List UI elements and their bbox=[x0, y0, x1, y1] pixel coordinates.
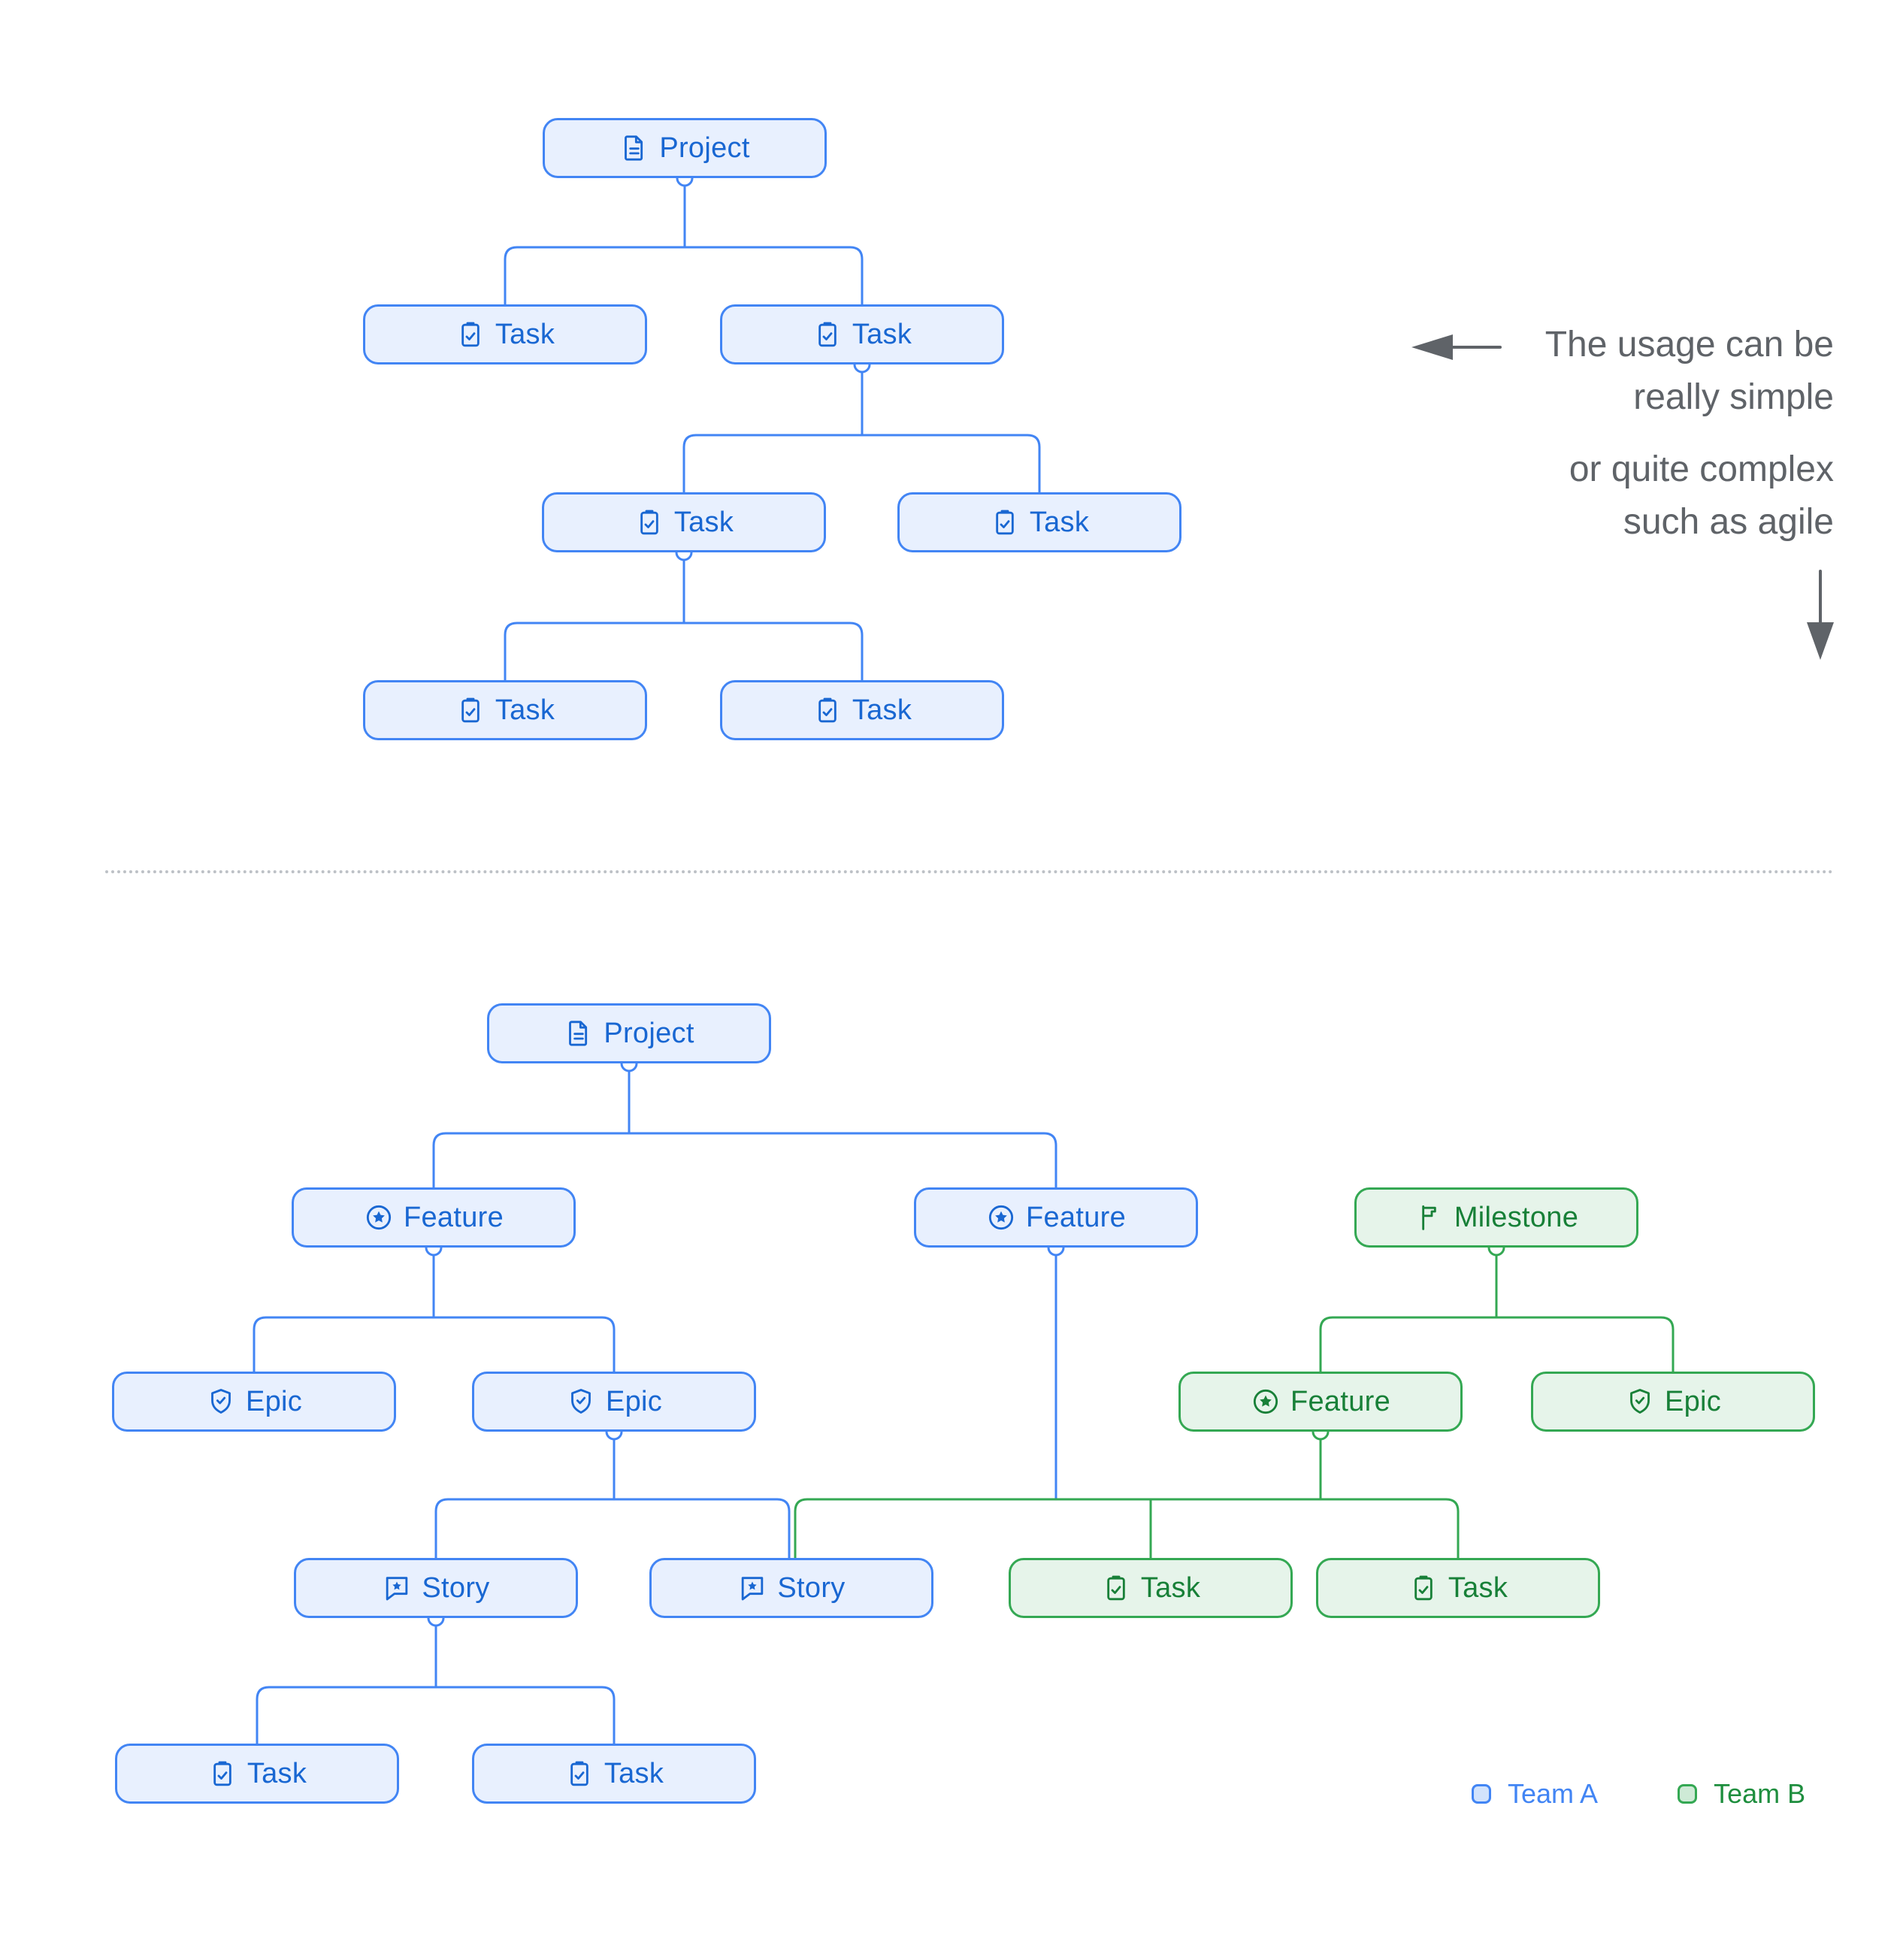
node-feature: Feature bbox=[292, 1187, 576, 1248]
node-label: Feature bbox=[403, 1201, 504, 1233]
left-arrow-icon bbox=[1411, 334, 1502, 360]
node-story: Story bbox=[649, 1558, 933, 1618]
legend-team-b: Team B bbox=[1678, 1778, 1805, 1810]
node-label: Task bbox=[1448, 1571, 1508, 1604]
team-legend: Team A Team B bbox=[1472, 1778, 1805, 1810]
node-label: Task bbox=[852, 318, 912, 350]
task-icon bbox=[812, 319, 843, 349]
section-divider bbox=[105, 870, 1834, 873]
node-task: Task bbox=[363, 680, 647, 740]
epic-shield-icon bbox=[1625, 1387, 1655, 1417]
legend-label: Team A bbox=[1508, 1778, 1599, 1809]
node-task: Task bbox=[720, 680, 1004, 740]
task-icon bbox=[990, 507, 1020, 537]
node-story: Story bbox=[294, 1558, 578, 1618]
down-arrow-icon bbox=[1807, 570, 1834, 660]
epic-shield-icon bbox=[206, 1387, 236, 1417]
task-icon bbox=[455, 695, 486, 725]
node-label: Project bbox=[659, 132, 750, 164]
epic-shield-icon bbox=[566, 1387, 596, 1417]
node-project: Project bbox=[487, 1003, 771, 1063]
task-icon bbox=[1408, 1573, 1439, 1603]
feature-icon bbox=[364, 1202, 394, 1233]
team-a-swatch-icon bbox=[1472, 1784, 1491, 1804]
annotation-line: really simple bbox=[1633, 377, 1834, 417]
legend-label: Team B bbox=[1714, 1778, 1806, 1809]
story-bubble-icon bbox=[382, 1573, 412, 1603]
node-label: Epic bbox=[1664, 1385, 1722, 1417]
node-label: Task bbox=[495, 694, 555, 726]
team-a-connectors bbox=[253, 178, 1057, 1744]
task-icon bbox=[1101, 1573, 1131, 1603]
node-task: Task bbox=[472, 1744, 756, 1804]
node-label: Milestone bbox=[1454, 1201, 1579, 1233]
node-task: Task bbox=[363, 304, 647, 364]
node-label: Task bbox=[495, 318, 555, 350]
document-icon bbox=[564, 1018, 594, 1048]
node-epic: Epic bbox=[472, 1372, 756, 1432]
node-label: Feature bbox=[1290, 1385, 1391, 1417]
annotation-line: or quite complex bbox=[1569, 449, 1834, 489]
annotation-simple: The usage can be really simple bbox=[1545, 319, 1834, 424]
node-project: Project bbox=[543, 118, 827, 178]
node-feature: Feature bbox=[914, 1187, 1198, 1248]
node-task: Task bbox=[115, 1744, 399, 1804]
feature-icon bbox=[986, 1202, 1016, 1233]
document-icon bbox=[619, 133, 649, 163]
feature-icon bbox=[1251, 1387, 1281, 1417]
node-label: Story bbox=[422, 1571, 490, 1604]
node-task: Task bbox=[1009, 1558, 1293, 1618]
node-task: Task bbox=[542, 492, 826, 552]
node-epic: Epic bbox=[112, 1372, 396, 1432]
task-icon bbox=[564, 1759, 594, 1789]
node-label: Task bbox=[1029, 506, 1090, 538]
node-label: Task bbox=[1140, 1571, 1201, 1604]
node-label: Story bbox=[777, 1571, 846, 1604]
node-label: Task bbox=[247, 1757, 307, 1789]
legend-team-a: Team A bbox=[1472, 1778, 1598, 1810]
node-epic: Epic bbox=[1531, 1372, 1815, 1432]
task-icon bbox=[634, 507, 664, 537]
annotation-complex: or quite complex such as agile bbox=[1545, 443, 1834, 549]
node-task: Task bbox=[720, 304, 1004, 364]
node-milestone: Milestone bbox=[1354, 1187, 1638, 1248]
annotation-line: such as agile bbox=[1623, 502, 1834, 542]
task-icon bbox=[455, 319, 486, 349]
annotation-line: The usage can be bbox=[1544, 325, 1834, 364]
node-label: Project bbox=[604, 1017, 694, 1049]
node-task: Task bbox=[1316, 1558, 1600, 1618]
node-label: Task bbox=[852, 694, 912, 726]
node-label: Epic bbox=[245, 1385, 303, 1417]
usage-annotation: The usage can be really simple or quite … bbox=[1545, 319, 1834, 549]
node-feature: Feature bbox=[1178, 1372, 1463, 1432]
node-label: Feature bbox=[1025, 1201, 1127, 1233]
story-bubble-icon bbox=[737, 1573, 767, 1603]
node-task: Task bbox=[897, 492, 1181, 552]
node-label: Epic bbox=[605, 1385, 663, 1417]
node-label: Task bbox=[673, 506, 734, 538]
node-label: Task bbox=[604, 1757, 664, 1789]
task-icon bbox=[812, 695, 843, 725]
milestone-flag-icon bbox=[1414, 1202, 1445, 1233]
task-icon bbox=[207, 1759, 237, 1789]
team-b-swatch-icon bbox=[1678, 1784, 1698, 1804]
